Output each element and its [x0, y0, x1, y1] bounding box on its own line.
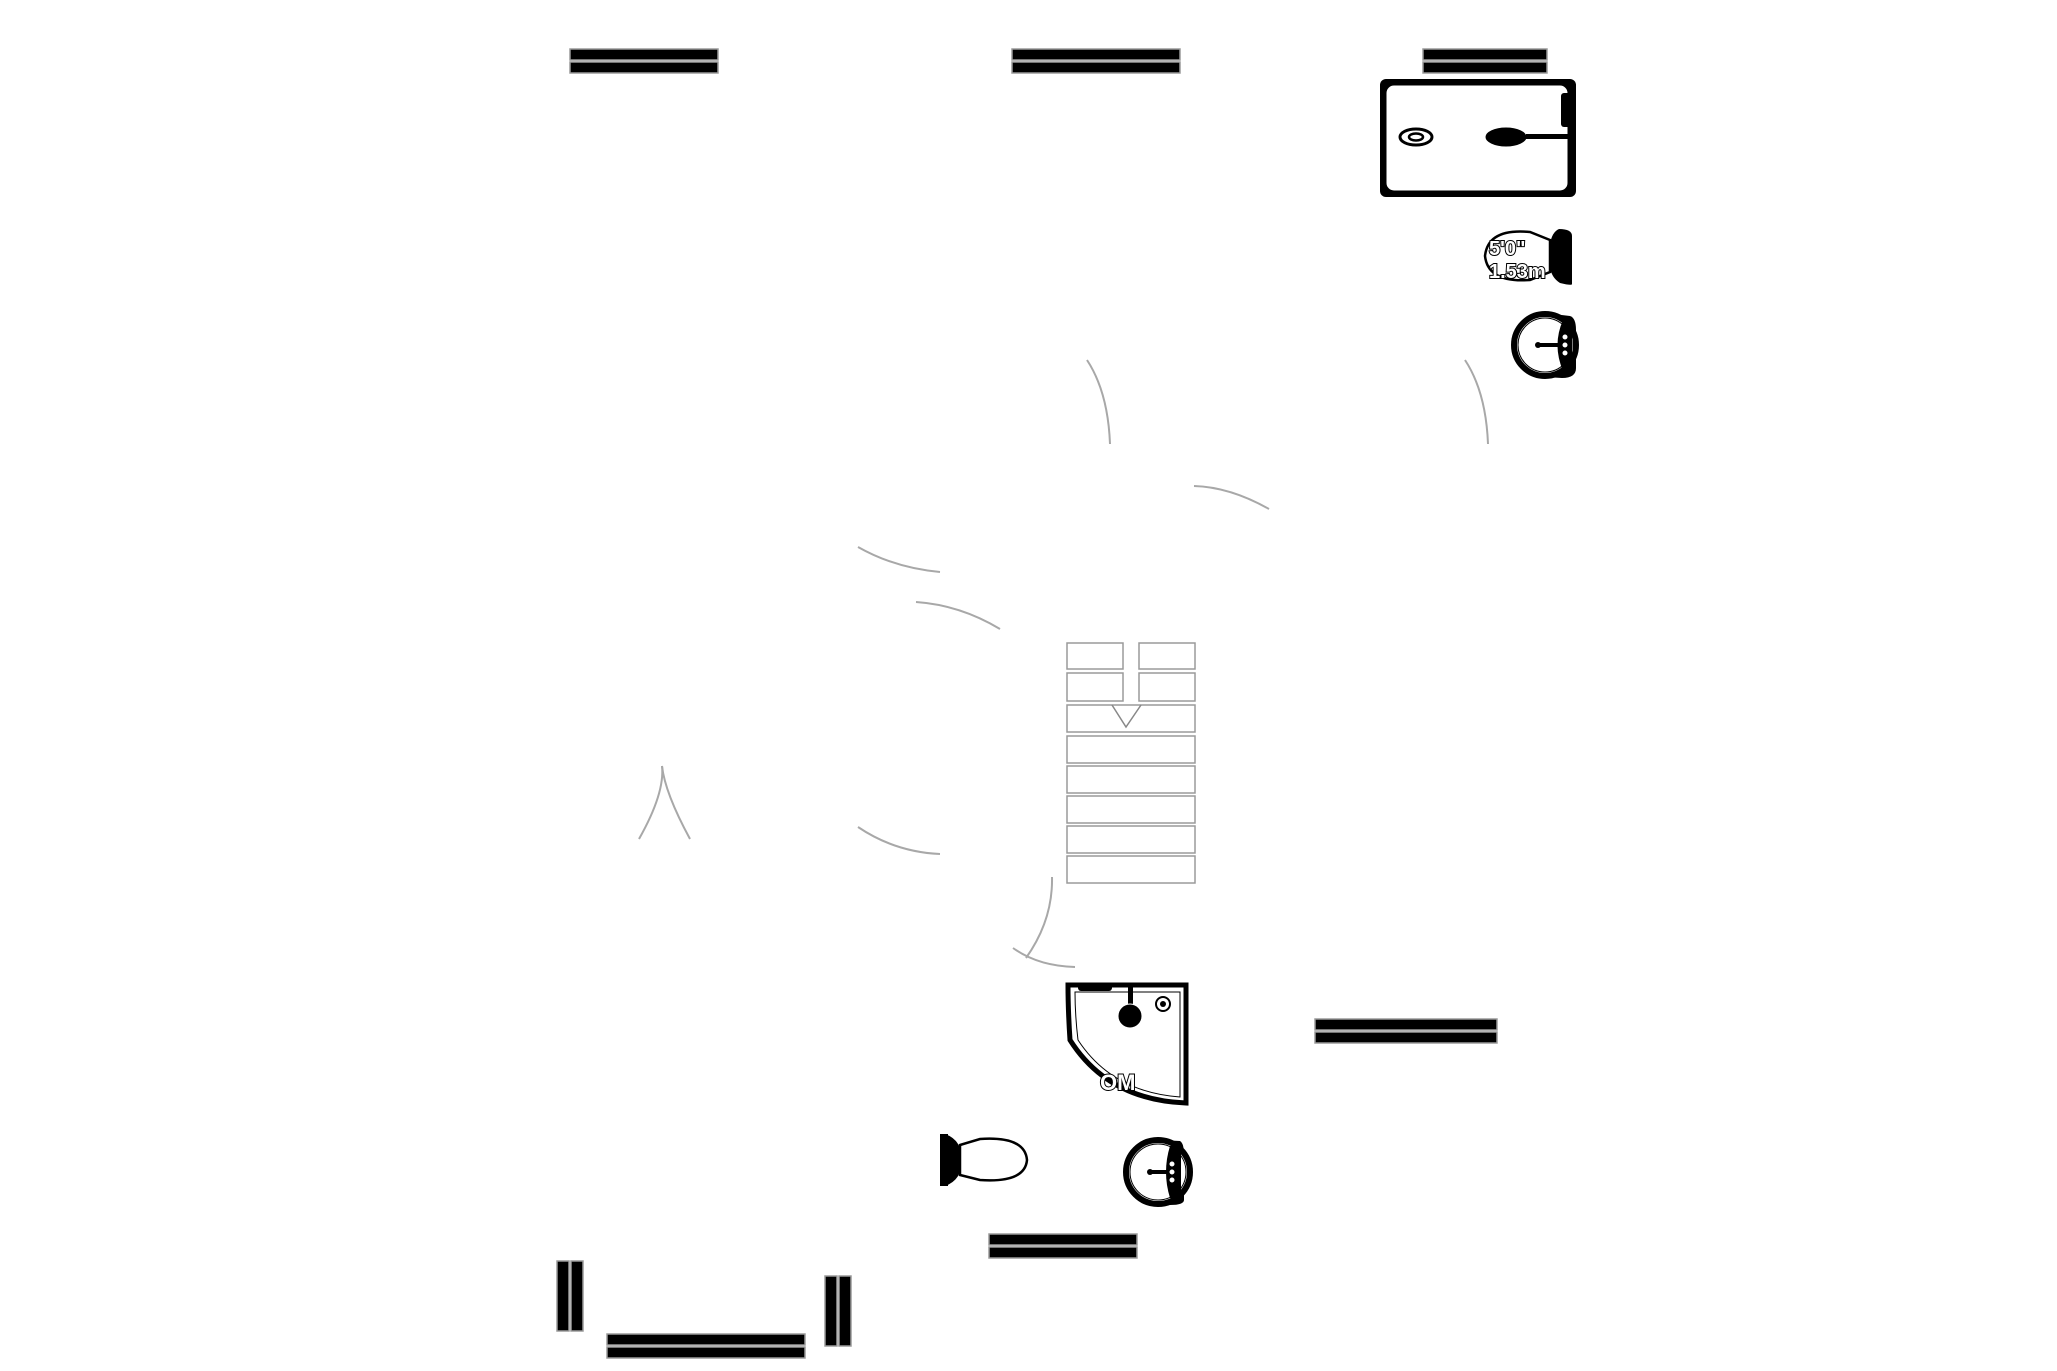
window-top-left: [569, 48, 719, 74]
door-swing-arc: [1193, 485, 1270, 510]
window-right-middle: [1314, 1018, 1498, 1044]
door-swing-arc: [638, 765, 664, 840]
door-swing-arc: [661, 765, 691, 840]
corner-shower-icon: OM: [1065, 982, 1189, 1106]
door-swing-arc: [857, 826, 941, 855]
staircase: [1066, 642, 1196, 884]
dimension-m: 1.53m: [1489, 261, 1546, 283]
door-swing-arc: [915, 601, 1001, 630]
window-bottom-left: [606, 1333, 806, 1359]
sink-icon: [1123, 1137, 1193, 1207]
window-top-middle: [1011, 48, 1181, 74]
door-swing-arc: [857, 546, 941, 573]
door-swing-arc: [1012, 947, 1076, 968]
door-swing-arc: [1086, 359, 1111, 445]
window-top-right: [1422, 48, 1548, 74]
door-swing-arc: [1464, 359, 1489, 445]
bathtub-icon: [1380, 79, 1576, 197]
door-swing-arc: [1025, 876, 1054, 959]
window-bottom-left-post-2: [824, 1275, 852, 1347]
toilet-icon: 5'0" 1.53m: [1483, 229, 1572, 285]
door-swings: [638, 359, 1489, 968]
stair-direction-arrow-icon: [1111, 704, 1142, 729]
window-bottom-middle: [988, 1233, 1138, 1259]
dimension-ft: 5'0": [1489, 238, 1525, 260]
toilet-icon: [940, 1134, 1029, 1186]
window-bottom-left-post-1: [556, 1260, 584, 1332]
sink-icon: [1511, 311, 1579, 379]
room-label-fragment: OM: [1100, 1070, 1135, 1095]
